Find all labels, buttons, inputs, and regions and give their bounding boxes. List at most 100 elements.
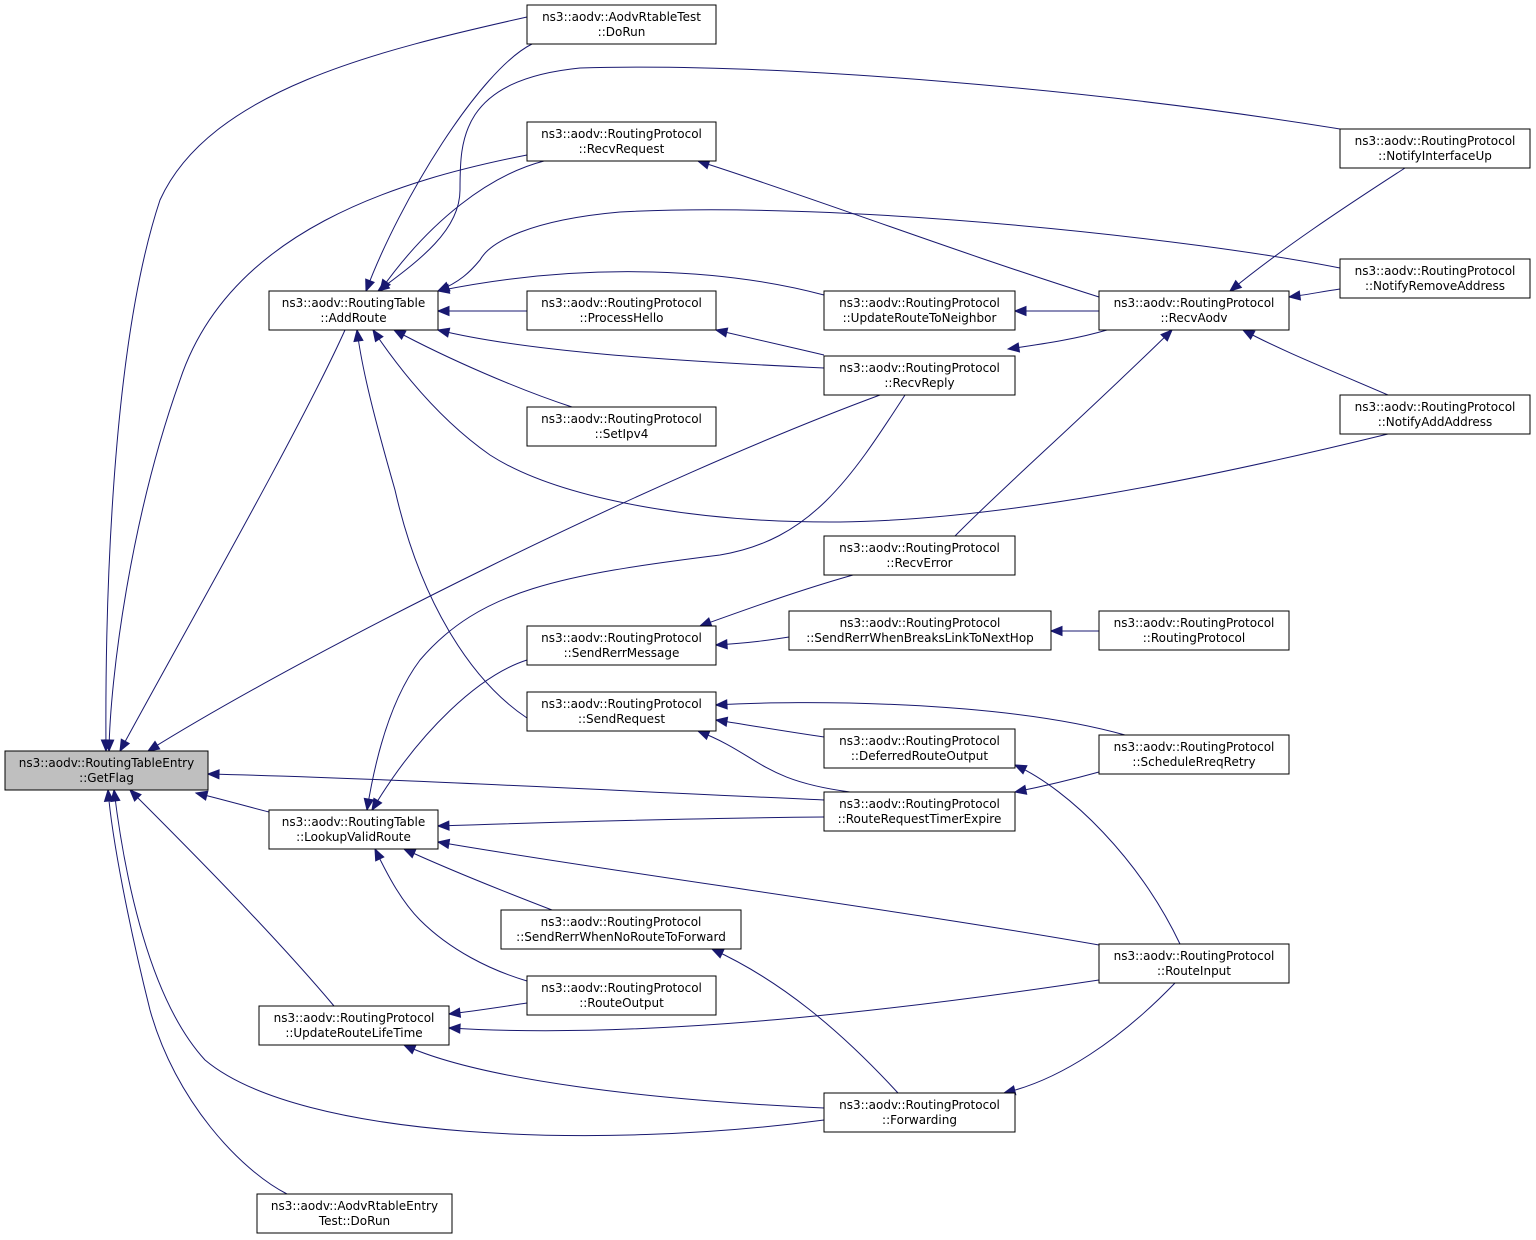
node-routingprotocol-recvreply[interactable]: ns3::aodv::RoutingProtocol ::RecvReply bbox=[823, 355, 1016, 396]
node-routingprotocol-setipv4[interactable]: ns3::aodv::RoutingProtocol ::SetIpv4 bbox=[526, 406, 717, 447]
node-label-line1: ns3::aodv::RoutingProtocol bbox=[541, 127, 702, 141]
edge-line bbox=[1003, 982, 1176, 1094]
edge-notifyaddaddress-to-addroute bbox=[372, 328, 1389, 523]
node-label-line2: ::Forwarding bbox=[882, 1113, 957, 1127]
node-label-line1: ns3::aodv::RoutingProtocol bbox=[839, 296, 1000, 310]
edge-rtabletest_dorun-to-addroute bbox=[365, 43, 533, 293]
node-routingprotocol-senderrmessage[interactable]: ns3::aodv::RoutingProtocol ::SendRerrMes… bbox=[526, 625, 717, 666]
edge-line bbox=[437, 209, 1341, 292]
edge-line bbox=[697, 160, 1100, 298]
edge-arrowhead bbox=[436, 820, 450, 831]
node-routingprotocol-notifyremoveaddress[interactable]: ns3::aodv::RoutingProtocol ::NotifyRemov… bbox=[1339, 258, 1531, 299]
edge-line bbox=[711, 948, 899, 1094]
edge-routeoutput-to-lookupvalidroute bbox=[374, 847, 528, 982]
node-routingtableentry-getflag[interactable]: ns3::aodv::RoutingTableEntry ::GetFlag bbox=[4, 750, 209, 791]
edge-arrowhead bbox=[1287, 290, 1302, 301]
edge-arrowhead bbox=[1160, 329, 1173, 342]
node-routingprotocol-updateroutelifetime[interactable]: ns3::aodv::RoutingProtocol ::UpdateRoute… bbox=[258, 1005, 450, 1046]
edge-routeinput-to-updateroutelifetime bbox=[447, 979, 1100, 1034]
node-label-line1: ns3::aodv::RoutingProtocol bbox=[1114, 296, 1275, 310]
edge-recverror-to-recvaodv bbox=[954, 329, 1173, 537]
node-aodvrtabletest-dorun[interactable]: ns3::aodv::AodvRtableTest ::DoRun bbox=[526, 4, 717, 45]
edge-arrowhead bbox=[206, 769, 220, 780]
node-routingprotocol-recvrequest[interactable]: ns3::aodv::RoutingProtocol ::RecvRequest bbox=[526, 121, 717, 162]
edge-scheduler-to-routerequesttimerexpire bbox=[1013, 771, 1100, 795]
node-label-line1: ns3::aodv::AodvRtableEntry bbox=[271, 1199, 438, 1213]
node-label-line2: ::SendRerrWhenNoRouteToForward bbox=[516, 930, 726, 944]
node-routingprotocol-routerequesttimerexpire[interactable]: ns3::aodv::RoutingProtocol ::RouteReques… bbox=[823, 791, 1016, 832]
node-routingtable-addroute[interactable]: ns3::aodv::RoutingTable ::AddRoute bbox=[268, 290, 439, 331]
edge-notifyremoveaddress-to-recvaodv bbox=[1287, 288, 1341, 301]
node-label-line2: ::SetIpv4 bbox=[595, 427, 649, 441]
node-routingprotocol-senderrwhenbreakslinktonexthop[interactable]: ns3::aodv::RoutingProtocol ::SendRerrWhe… bbox=[788, 610, 1052, 651]
node-routingprotocol-sendrequest[interactable]: ns3::aodv::RoutingProtocol ::SendRequest bbox=[526, 691, 717, 732]
node-label-line1: ns3::aodv::RoutingProtocol bbox=[1114, 949, 1275, 963]
node-label-line2: ::LookupValidRoute bbox=[296, 830, 411, 844]
edge-line bbox=[108, 154, 528, 752]
edge-arrowhead bbox=[365, 278, 375, 293]
node-label-line2: ::UpdateRouteToNeighbor bbox=[843, 311, 997, 325]
edge-line bbox=[697, 730, 851, 793]
node-label-line2: ::RecvReply bbox=[884, 376, 954, 390]
edge-arrowhead bbox=[1013, 764, 1028, 775]
node-routingtable-lookupvalidroute[interactable]: ns3::aodv::RoutingTable ::LookupValidRou… bbox=[268, 809, 439, 850]
edge-line bbox=[107, 789, 288, 1195]
node-routingprotocol-deferredrouteoutput[interactable]: ns3::aodv::RoutingProtocol ::DeferredRou… bbox=[823, 728, 1016, 769]
node-label-line1: ns3::aodv::RoutingProtocol bbox=[1114, 616, 1275, 630]
edge-notifyinterfaceup-to-addroute bbox=[376, 66, 1341, 292]
node-routingprotocol-processhello[interactable]: ns3::aodv::RoutingProtocol ::ProcessHell… bbox=[526, 290, 717, 331]
edge-notifyremoveaddress-to-addroute bbox=[436, 209, 1341, 292]
node-routingprotocol-recverror[interactable]: ns3::aodv::RoutingProtocol ::RecvError bbox=[823, 535, 1016, 576]
node-routingprotocol-recvaodv[interactable]: ns3::aodv::RoutingProtocol ::RecvAodv bbox=[1098, 290, 1290, 331]
edge-arrowhead bbox=[119, 738, 131, 753]
edge-arrowhead bbox=[103, 739, 115, 753]
edge-routingprotocol_ctor-to-senderrbreaks bbox=[1049, 625, 1099, 637]
edge-line bbox=[715, 329, 825, 356]
edge-arrowhead bbox=[363, 797, 375, 812]
edge-arrowhead bbox=[436, 305, 450, 317]
edge-arrowhead bbox=[371, 797, 383, 812]
edge-senderrnoroute-to-lookupvalidroute bbox=[402, 848, 553, 911]
node-label-line1: ns3::aodv::AodvRtableTest bbox=[542, 10, 701, 24]
node-label-line2: ::SendRerrWhenBreaksLinkToNextHop bbox=[806, 631, 1034, 645]
edge-line bbox=[366, 394, 906, 811]
edge-line bbox=[1014, 771, 1100, 793]
node-routingprotocol-senderrwhennoroutetoforward[interactable]: ns3::aodv::RoutingProtocol ::SendRerrWhe… bbox=[500, 909, 742, 950]
node-routingprotocol-notifyinterfaceup[interactable]: ns3::aodv::RoutingProtocol ::NotifyInter… bbox=[1339, 128, 1531, 169]
node-routingprotocol-notifyaddaddress[interactable]: ns3::aodv::RoutingProtocol ::NotifyAddAd… bbox=[1339, 394, 1531, 435]
node-routingprotocol-updateroutetoneighbor[interactable]: ns3::aodv::RoutingProtocol ::UpdateRoute… bbox=[823, 290, 1016, 331]
node-label-line2: ::RecvError bbox=[886, 556, 952, 570]
node-label-line1: ns3::aodv::RoutingProtocol bbox=[839, 361, 1000, 375]
node-label-line1: ns3::aodv::RoutingProtocol bbox=[541, 296, 702, 310]
node-routingprotocol-routeoutput[interactable]: ns3::aodv::RoutingProtocol ::RouteOutput bbox=[526, 975, 717, 1016]
edge-forwarding-to-updateroutelifetime bbox=[402, 1044, 825, 1109]
node-label-line1: ns3::aodv::RoutingProtocol bbox=[541, 697, 702, 711]
edge-arrowhead bbox=[402, 1044, 417, 1055]
edge-line bbox=[699, 574, 854, 627]
edge-processhello-to-addroute bbox=[436, 305, 527, 317]
node-routingprotocol-forwarding[interactable]: ns3::aodv::RoutingProtocol ::Forwarding bbox=[823, 1092, 1016, 1133]
node-label-line2: ::SendRerrMessage bbox=[564, 646, 680, 660]
node-label-line1: ns3::aodv::RoutingProtocol bbox=[1114, 740, 1275, 754]
edge-arrowhead bbox=[1049, 625, 1063, 637]
edge-routeinput-to-forwarding bbox=[1002, 982, 1176, 1096]
node-label-line1: ns3::aodv::RoutingProtocol bbox=[840, 616, 1001, 630]
node-routingprotocol-schedulerreqretry[interactable]: ns3::aodv::RoutingProtocol ::ScheduleRre… bbox=[1098, 734, 1290, 775]
edge-arrowhead bbox=[402, 848, 417, 859]
edge-arrowhead bbox=[1006, 342, 1021, 353]
edge-notifyinterfaceup-to-recvaodv bbox=[1228, 167, 1406, 292]
node-label-line1: ns3::aodv::RoutingProtocol bbox=[839, 1098, 1000, 1112]
node-label-line2: ::RecvAodv bbox=[1160, 311, 1227, 325]
edge-recvreply-to-lookupvalidroute bbox=[363, 394, 906, 812]
edge-line bbox=[365, 43, 533, 292]
edge-line bbox=[113, 789, 825, 1137]
edge-line bbox=[1007, 329, 1108, 350]
edge-routerequesttimerexpire-to-lookupvalidroute bbox=[436, 816, 825, 831]
node-aodvrtableentrytest-dorun[interactable]: ns3::aodv::AodvRtableEntry Test::DoRun bbox=[256, 1193, 453, 1234]
node-label-line1: ns3::aodv::RoutingProtocol bbox=[1355, 264, 1516, 278]
edge-line bbox=[105, 16, 528, 752]
edge-line bbox=[147, 394, 881, 752]
node-routingprotocol-routingprotocol[interactable]: ns3::aodv::RoutingProtocol ::RoutingProt… bbox=[1098, 610, 1290, 651]
node-label-line2: ::RouteInput bbox=[1157, 964, 1231, 978]
node-routingprotocol-routeinput[interactable]: ns3::aodv::RoutingProtocol ::RouteInput bbox=[1098, 943, 1290, 984]
